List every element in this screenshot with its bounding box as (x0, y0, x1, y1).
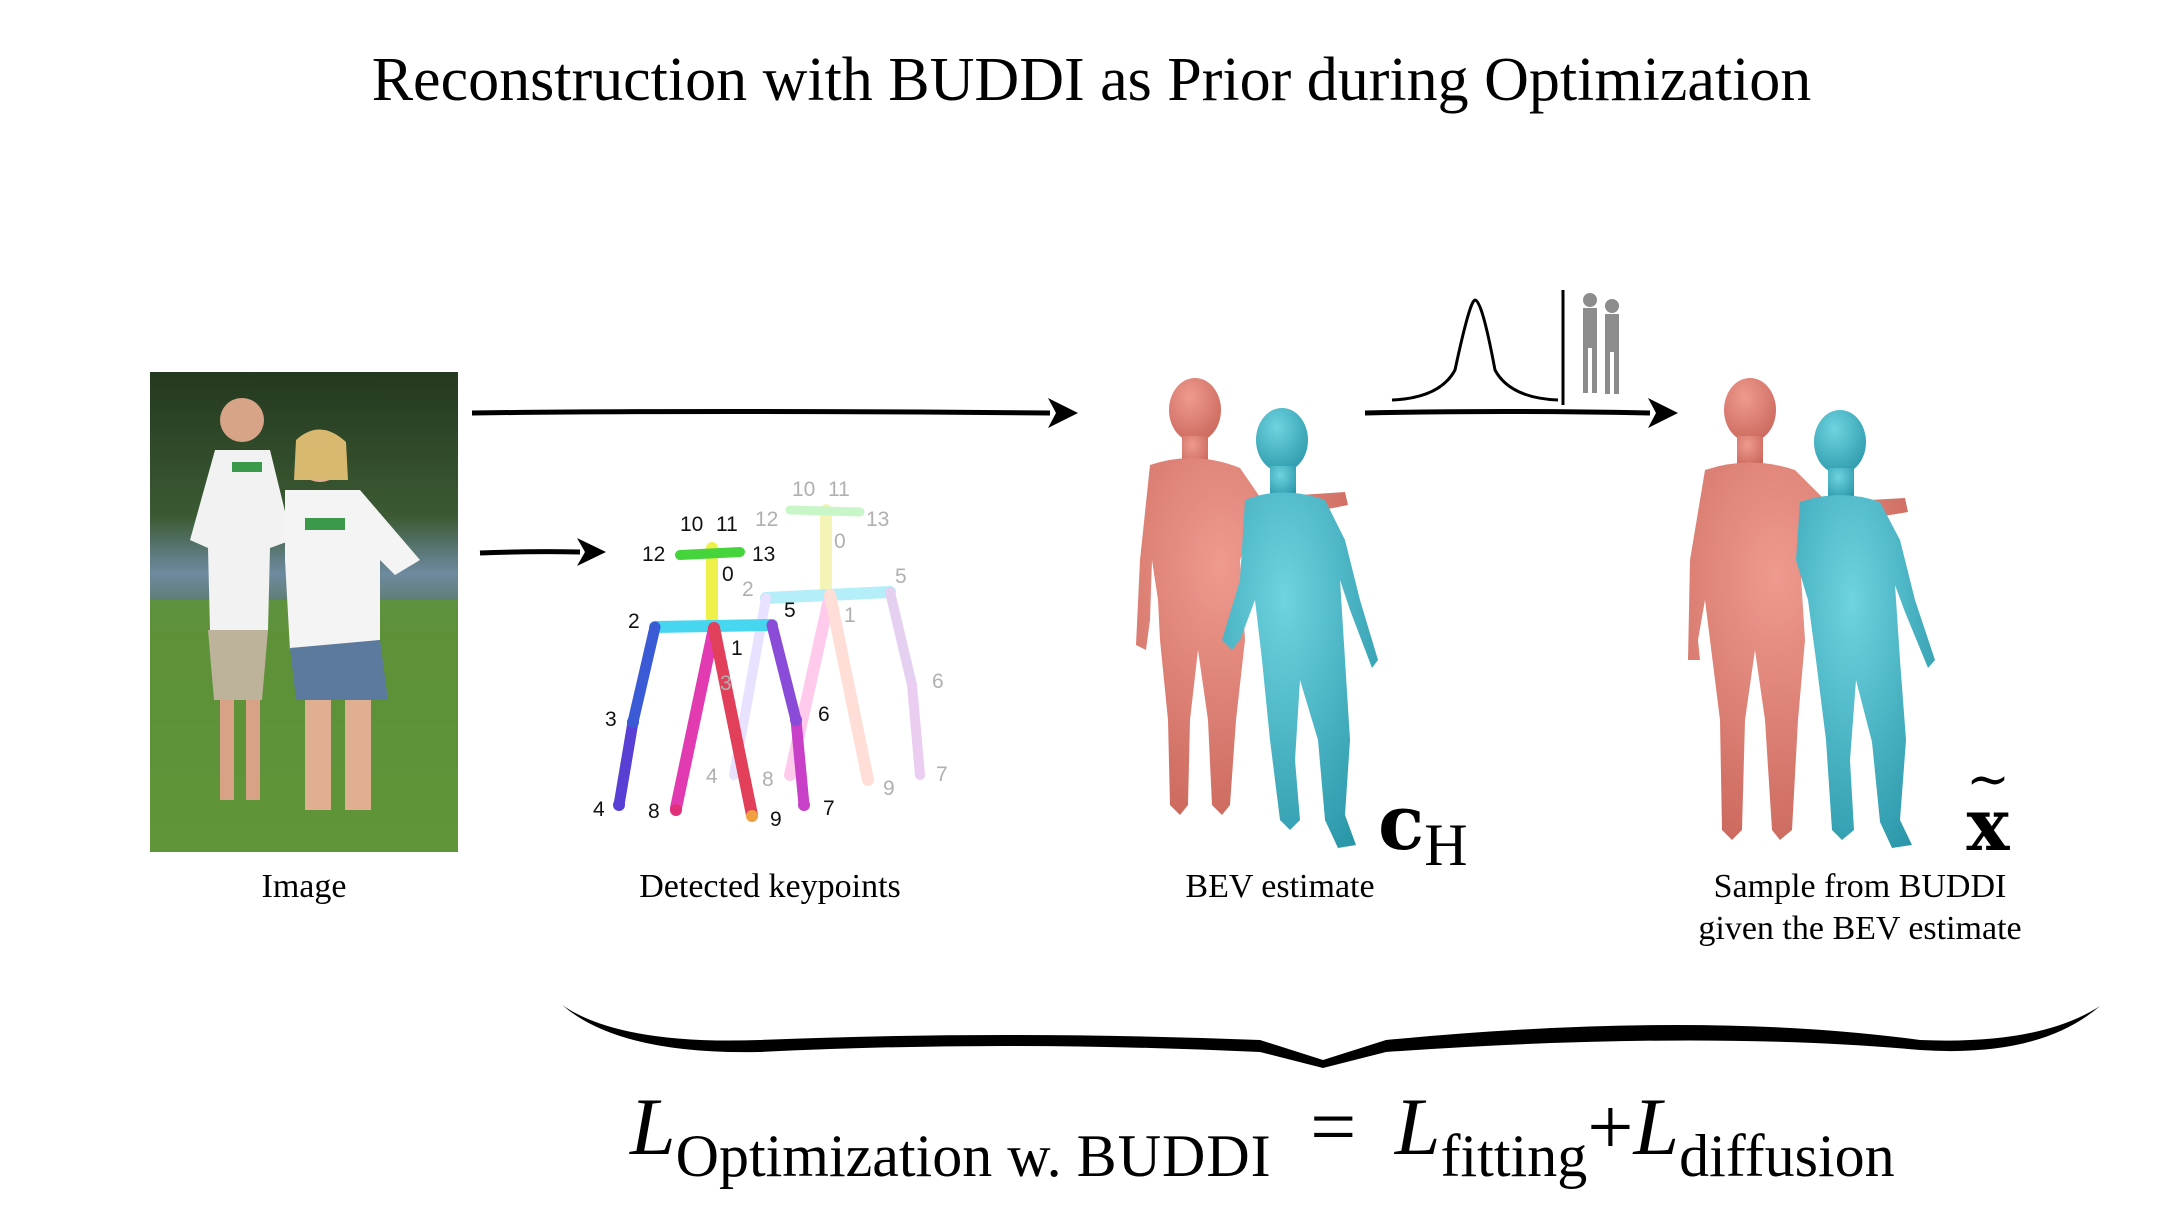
kp-label: 9 (770, 808, 782, 831)
eq-term2-sub: diffusion (1679, 1123, 1895, 1189)
eq-lhs-sub-1: Optimization (675, 1123, 993, 1189)
kp-label: 4 (706, 765, 718, 788)
sample-body-red (1688, 378, 1908, 840)
kp-label: 7 (823, 797, 835, 820)
eq-equals: = (1310, 1081, 1357, 1172)
sample-symbol: ~ x (1948, 754, 2028, 867)
eq-plus: + (1587, 1081, 1634, 1172)
arrow-photo-to-bev (471, 398, 1078, 428)
bev-symbol-sub: H (1424, 812, 1468, 878)
figure-title: Reconstruction with BUDDI as Prior durin… (371, 46, 1812, 114)
kp-label: 9 (883, 777, 895, 800)
kp-label: 5 (784, 599, 796, 622)
kp-label: 6 (818, 703, 830, 726)
sample-body-cyan (1796, 410, 1935, 848)
arrow-photo-to-keypoints (479, 538, 606, 566)
keypoints-person-a (613, 542, 810, 822)
eq-lhs-sub-3: BUDDI (1076, 1123, 1272, 1189)
kp-label: 8 (648, 800, 660, 823)
bev-body-cyan (1222, 408, 1378, 848)
eq-term1-sub: fitting (1440, 1123, 1588, 1189)
kp-label: 11 (828, 478, 850, 501)
kp-label: 3 (720, 672, 732, 695)
kp-label: 3 (605, 708, 617, 731)
kp-label: 6 (932, 670, 944, 693)
loss-equation: LOptimization w. BUDDI = Lfitting+Ldiffu… (630, 1080, 2050, 1210)
caption-sample-line2: given the BEV estimate (1698, 910, 2022, 947)
kp-label: 10 (792, 478, 816, 501)
sample-symbol-main: x (1966, 782, 2010, 867)
right-arrow-icon (1648, 398, 1678, 428)
kp-label: 8 (762, 768, 774, 791)
kp-label: 7 (936, 763, 948, 786)
caption-sample: Sample from BUDDI given the BEV estimate (1640, 866, 2080, 950)
kp-label: 11 (716, 513, 738, 536)
caption-bev: BEV estimate (1185, 868, 1375, 905)
kp-label: 10 (680, 513, 704, 536)
kp-label: 12 (755, 508, 779, 531)
eq-term2-var: L (1633, 1081, 1680, 1172)
kp-label: 1 (731, 637, 743, 660)
bev-symbol-main: c (1378, 778, 1425, 867)
kp-label: 0 (834, 530, 846, 553)
kp-label: 12 (642, 543, 666, 566)
kp-label: 0 (722, 563, 734, 586)
caption-image: Image (261, 868, 347, 905)
eq-lhs-var: L (630, 1081, 676, 1172)
caption-sample-line1: Sample from BUDDI (1713, 868, 2007, 905)
bev-symbol: cH (1378, 778, 1468, 878)
kp-label: 5 (895, 565, 907, 588)
kp-label: 4 (593, 798, 605, 821)
bev-body-red (1136, 378, 1348, 815)
gaussian-curve-icon (1391, 290, 1619, 405)
curly-brace-icon (562, 1005, 2100, 1068)
input-photo (150, 372, 458, 852)
kp-label: 2 (742, 578, 754, 601)
caption-keypoints: Detected keypoints (639, 868, 901, 905)
eq-lhs-sub: Optimization w. BUDDI (676, 1123, 1272, 1189)
right-arrow-icon (577, 538, 606, 566)
right-arrow-icon (1048, 398, 1078, 428)
kp-label: 1 (844, 604, 856, 627)
eq-lhs-sub-2: w. (1007, 1123, 1062, 1189)
kp-label: 2 (628, 610, 640, 633)
kp-label: 13 (752, 543, 776, 566)
kp-label: 13 (866, 508, 890, 531)
eq-term1-var: L (1394, 1081, 1441, 1172)
arrow-bev-to-sample (1364, 398, 1678, 428)
